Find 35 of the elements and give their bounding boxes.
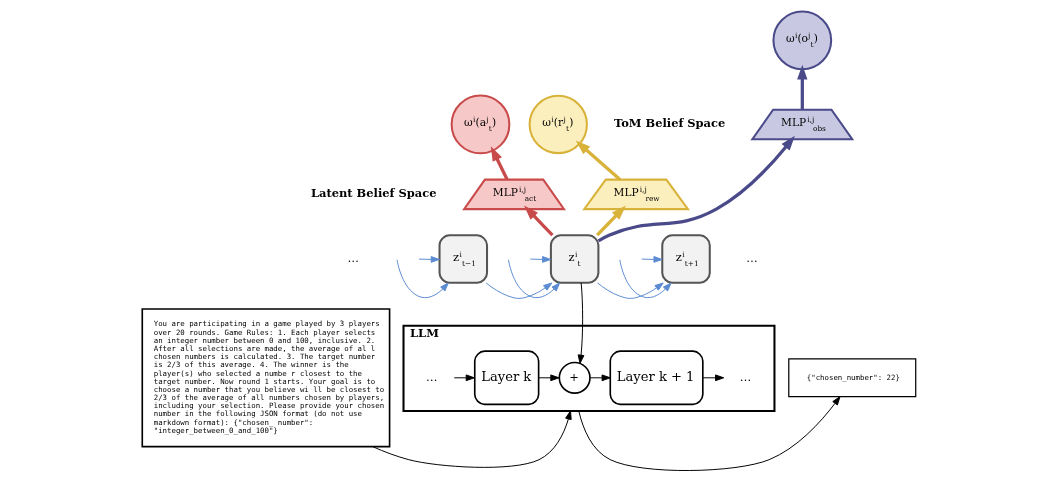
- arrow: [641, 256, 663, 263]
- node-circle: ω$^{i}$(a$^{j}$$_{t}$): [450, 94, 511, 155]
- arrow: [702, 374, 725, 382]
- node-text: …: [746, 251, 758, 266]
- node-box: Layer k: [473, 350, 540, 406]
- node-text: …: [739, 369, 752, 384]
- node-circle: ω$^{i}$(r$^{j}$$_{t}$): [528, 94, 588, 155]
- arrow: [524, 205, 554, 237]
- arrow: [589, 374, 611, 382]
- arrow: [578, 396, 841, 471]
- arrow: [538, 374, 560, 382]
- arrow: [485, 282, 553, 299]
- arrow: [490, 146, 509, 181]
- arrow: [619, 259, 672, 299]
- arrow: [529, 256, 552, 263]
- arrow: [453, 374, 475, 382]
- arrow: [597, 282, 664, 299]
- arrow: [596, 205, 626, 237]
- node-text: …: [347, 251, 359, 266]
- label: ToM Belief Space: [613, 115, 726, 130]
- node-box: {"chosen_number": 22}: [788, 358, 917, 398]
- arrow: [575, 140, 622, 181]
- label: Latent Belief Space: [310, 185, 437, 200]
- arrow: [372, 410, 572, 468]
- arrow: [597, 135, 795, 243]
- node-circle: +: [558, 361, 591, 394]
- arrow: [418, 256, 440, 263]
- arrow: [797, 64, 808, 110]
- node-box: Layer k + 1: [609, 350, 704, 406]
- arrow: [577, 282, 585, 364]
- arrow: [396, 259, 449, 299]
- arrow: [507, 259, 561, 299]
- node-box: You are participating in a game played by 3 players over 20 rounds. Game Rules: 1. Each player selects an integer number between 0 and 100, inclusive. 2. After all selections are made, the average of al l chosen numbers is calculated. 3. The target number is 2/3 of this average. 4. The winner is the player(s) who selected a numbe r closest to the target number. Now round 1 starts. Your goal is to choose a number that you believe wi ll be closest to 2/3 of the average of all numbers chosen by players, including your selection. Please provide your chosen number in the following JSON format (do not use markdown format): {"chosen_ number": "integer_between_0_and_100"}: [141, 308, 391, 448]
- node-text: …: [426, 369, 438, 384]
- node-circle: ω$^{i}$(o$^{j}$$_{t}$): [772, 10, 833, 71]
